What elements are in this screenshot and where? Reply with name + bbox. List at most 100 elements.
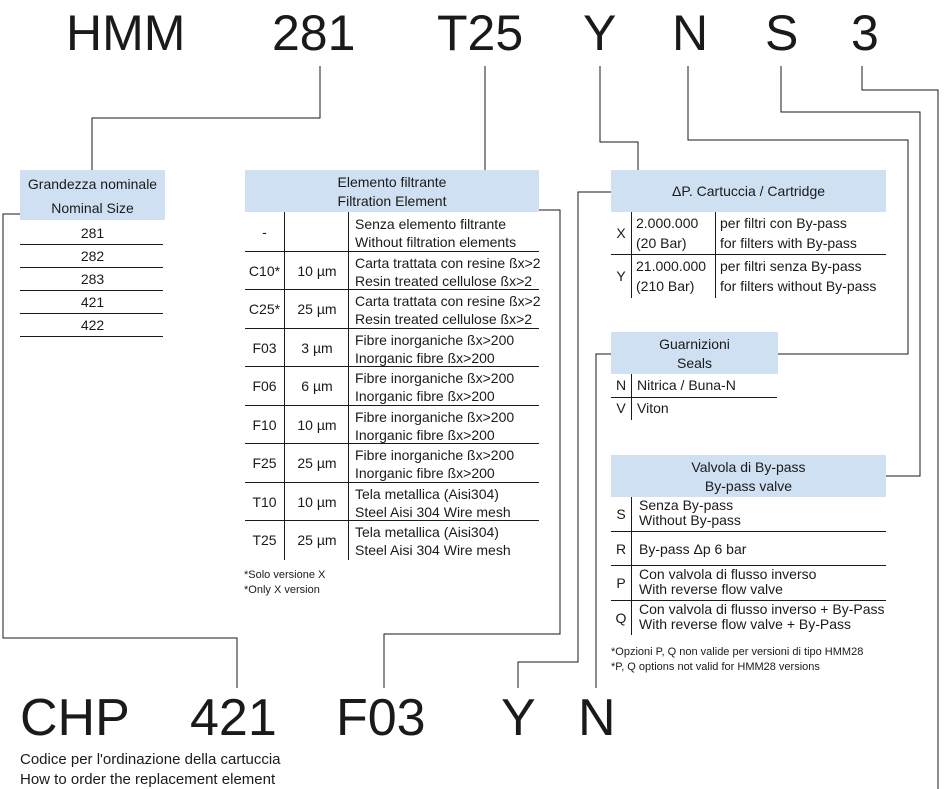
- cartridge-desc-en: for filters without By-pass: [720, 278, 877, 294]
- top-code-element: T25: [437, 5, 524, 61]
- filter-element-row-line: [245, 328, 539, 329]
- filter-element-code: C10*: [248, 262, 281, 279]
- filter-element-divider-2: [348, 212, 349, 560]
- filter-element-desc-en: Steel Aisi 304 Wire mesh: [355, 503, 511, 520]
- bypass-code: Q: [615, 609, 627, 626]
- bypass-desc-it: Senza By-pass: [639, 497, 734, 513]
- filter-element-code: F03: [252, 339, 277, 356]
- filter-element-micron: 10 µm: [297, 262, 337, 279]
- filter-element-micron: 10 µm: [297, 493, 337, 510]
- seals-header: Guarnizioni Seals: [611, 332, 778, 374]
- top-code-bypass: S: [765, 5, 799, 61]
- bottom-code-pressure: Y: [501, 689, 536, 747]
- filter-element-code: T25: [252, 532, 277, 548]
- filter-element-desc-en: Inorganic fibre ßx>200: [355, 465, 495, 481]
- top-code-seal: N: [672, 5, 709, 61]
- connector-bottom-element: [383, 209, 561, 688]
- cartridge-code: Y: [616, 268, 626, 284]
- bypass-note-it: *Opzioni P, Q non valide per versioni di…: [611, 646, 864, 658]
- bypass-desc-en: With reverse flow valve + By-Pass: [639, 615, 852, 632]
- nominal-size-cell: 422: [80, 317, 105, 333]
- bypass-desc-en: Without By-pass: [639, 512, 741, 528]
- cartridge-value-2: (210 Bar): [636, 278, 695, 294]
- filter-element-divider-1: [284, 212, 285, 560]
- filter-element-row-line: [245, 405, 539, 406]
- connector-bottom-seal: [595, 353, 611, 688]
- filter-element-row-line: [245, 482, 539, 483]
- bypass-code: S: [616, 506, 626, 522]
- connector-pressure: [599, 66, 639, 170]
- nominal-size-row-line: [20, 290, 163, 291]
- bottom-caption-it: Codice per l'ordinazione della cartuccia: [20, 751, 281, 768]
- top-code-series: HMM: [66, 5, 186, 61]
- bypass-row-line: [611, 531, 886, 532]
- filter-element-code: F10: [252, 416, 277, 433]
- filter-element-code: F25: [252, 455, 277, 471]
- nominal-size-header-en: Nominal Size: [51, 200, 134, 216]
- nominal-size-cell: 282: [80, 248, 105, 264]
- bypass-row-line: [611, 600, 886, 601]
- filter-element-desc-en: Steel Aisi 304 Wire mesh: [355, 542, 511, 558]
- cartridge-desc-en: for filters with By-pass: [720, 235, 857, 251]
- nominal-size-row-line: [20, 336, 163, 337]
- nominal-size-cell: 281: [80, 225, 105, 241]
- seals-header-it: Guarnizioni: [659, 336, 730, 352]
- filter-element-desc-it: Fibre inorganiche ßx>200: [355, 370, 515, 386]
- filter-element-micron: 6 µm: [301, 378, 333, 394]
- seal-code: V: [616, 400, 626, 416]
- filter-element-row-line: [245, 520, 539, 521]
- seal-label: Nitrica / Buna-N: [637, 377, 736, 393]
- filter-element-row-line: [245, 443, 539, 444]
- filter-element-code: -: [262, 224, 267, 240]
- cartridge-divider-1: [631, 212, 632, 298]
- seals-divider: [631, 374, 632, 420]
- bypass-divider: [631, 497, 632, 635]
- filter-element-desc-en: Resin treated cellulose ßx>2: [355, 311, 533, 327]
- filter-element-desc-it: Carta trattata con resine ßx>2: [355, 254, 541, 271]
- bypass-desc-it: By-pass Δp 6 bar: [639, 540, 747, 557]
- filter-element-row-line: [245, 251, 539, 252]
- filter-element-micron: 3 µm: [301, 339, 333, 356]
- connector-seal: [687, 66, 909, 355]
- nominal-size-row-line: [20, 313, 163, 314]
- top-code-size: 281: [272, 5, 356, 61]
- filter-element-desc-en: Inorganic fibre ßx>200: [355, 426, 495, 443]
- bypass-desc-it: Con valvola di flusso inverso: [639, 566, 817, 582]
- cartridge-desc-it: per filtri con By-pass: [720, 215, 847, 231]
- connector-bypass: [780, 66, 921, 477]
- cartridge-code: X: [616, 225, 626, 241]
- seal-label: Viton: [637, 400, 669, 416]
- connector-last: [861, 66, 939, 789]
- connector-bottom-series: [2, 213, 238, 688]
- bypass-desc-en: With reverse flow valve: [639, 581, 783, 597]
- connector-bottom-pressure: [517, 191, 611, 688]
- connector-size: [91, 66, 321, 170]
- nominal-size-cell: 421: [80, 294, 105, 310]
- bypass-header-it: Valvola di By-pass: [691, 459, 806, 475]
- bottom-code-series: CHP: [20, 689, 130, 747]
- nominal-size-header: Grandezza nominale Nominal Size: [20, 170, 165, 220]
- seals-header-en: Seals: [676, 355, 713, 371]
- filter-element-desc-it: Carta trattata con resine ßx>2: [355, 293, 541, 309]
- cartridge-divider-2: [715, 212, 716, 298]
- nominal-size-header-it: Grandezza nominale: [27, 176, 158, 192]
- filter-element-micron: 25 µm: [297, 301, 337, 317]
- filter-element-desc-en: Without filtration elements: [355, 234, 517, 250]
- filter-element-desc-it: Tela metallica (Aisi304): [355, 485, 499, 502]
- top-code-pressure: Y: [583, 5, 617, 61]
- filter-element-desc-it: Fibre inorganiche ßx>200: [355, 331, 515, 348]
- bottom-caption-en: How to order the replacement element: [20, 771, 276, 788]
- filter-element-desc-it: Fibre inorganiche ßx>200: [355, 408, 515, 425]
- cartridge-value-1: 21.000.000: [636, 258, 707, 274]
- cartridge-header: ΔP. Cartuccia / Cartridge: [611, 170, 886, 212]
- filter-element-code: F06: [252, 378, 277, 394]
- filter-element-micron: 25 µm: [297, 532, 337, 548]
- filter-element-desc-it: Fibre inorganiche ßx>200: [355, 447, 515, 463]
- bypass-code: P: [616, 575, 626, 591]
- filter-element-micron: 10 µm: [297, 416, 337, 433]
- filter-element-header-en: Filtration Element: [337, 193, 447, 209]
- filter-element-row-line: [245, 289, 539, 290]
- cartridge-value-2: (20 Bar): [636, 235, 687, 251]
- nominal-size-row-line: [20, 244, 163, 245]
